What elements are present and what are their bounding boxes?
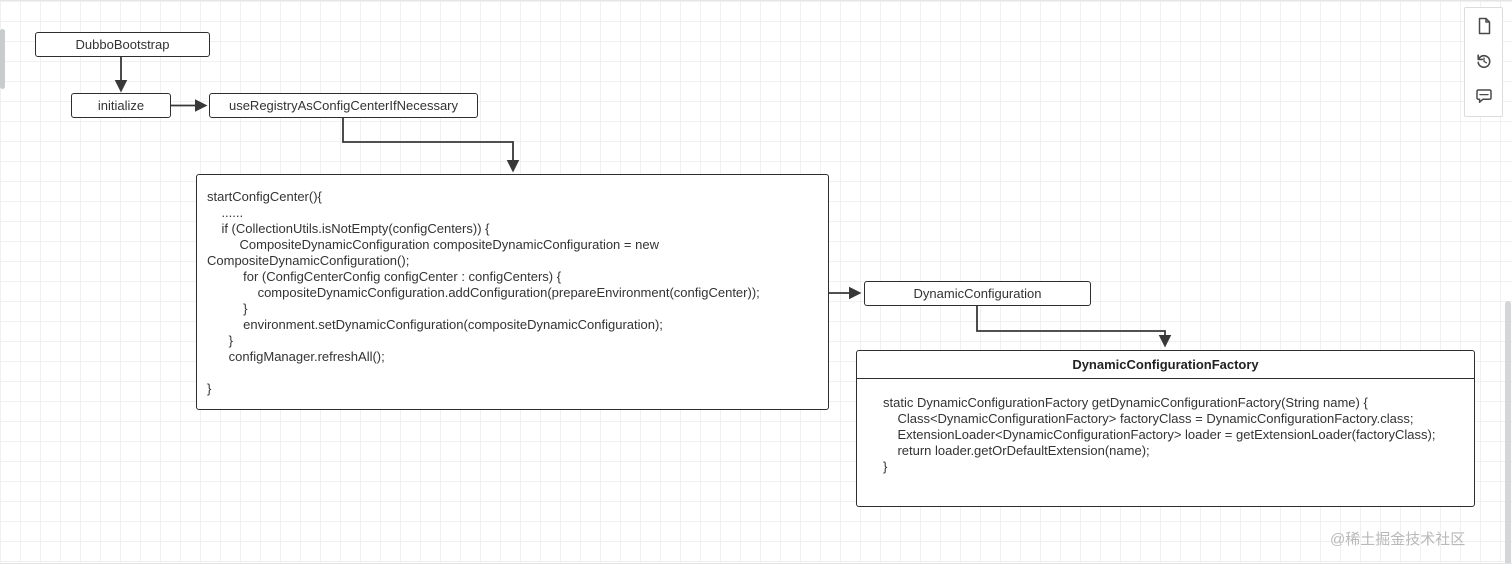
dynamic-configuration-factory-title: DynamicConfigurationFactory xyxy=(857,351,1474,379)
node-initialize[interactable]: initialize xyxy=(71,93,171,118)
vertical-scrollbar-right[interactable] xyxy=(1505,301,1511,563)
watermark: @稀土掘金技术社区 xyxy=(1330,531,1466,548)
node-dynamic-configuration-label: DynamicConfiguration xyxy=(913,286,1042,301)
vertical-scrollbar-left[interactable] xyxy=(0,29,5,89)
history-icon[interactable] xyxy=(1471,50,1497,72)
node-use-registry-label: useRegistryAsConfigCenterIfNecessary xyxy=(228,98,459,113)
node-initialize-label: initialize xyxy=(97,98,145,113)
arrow-useregistry-to-startconfigcenter xyxy=(342,118,520,173)
node-dubbo-bootstrap-label: DubboBootstrap xyxy=(75,37,170,52)
comment-icon[interactable] xyxy=(1471,85,1497,107)
side-toolbar xyxy=(1464,7,1503,117)
start-config-center-code: startConfigCenter(){ ...... if (Collecti… xyxy=(207,189,760,396)
dynamic-configuration-factory-code: static DynamicConfigurationFactory getDy… xyxy=(883,395,1436,474)
node-dynamic-configuration-factory[interactable]: DynamicConfigurationFactory static Dynam… xyxy=(856,350,1475,507)
node-start-config-center[interactable]: startConfigCenter(){ ...... if (Collecti… xyxy=(196,174,829,410)
node-dubbo-bootstrap[interactable]: DubboBootstrap xyxy=(35,32,210,57)
node-use-registry-as-config-center[interactable]: useRegistryAsConfigCenterIfNecessary xyxy=(209,93,478,118)
arrow-dynamicconfiguration-to-factory xyxy=(976,306,1172,348)
document-icon[interactable] xyxy=(1471,15,1497,37)
node-dynamic-configuration[interactable]: DynamicConfiguration xyxy=(864,281,1091,306)
